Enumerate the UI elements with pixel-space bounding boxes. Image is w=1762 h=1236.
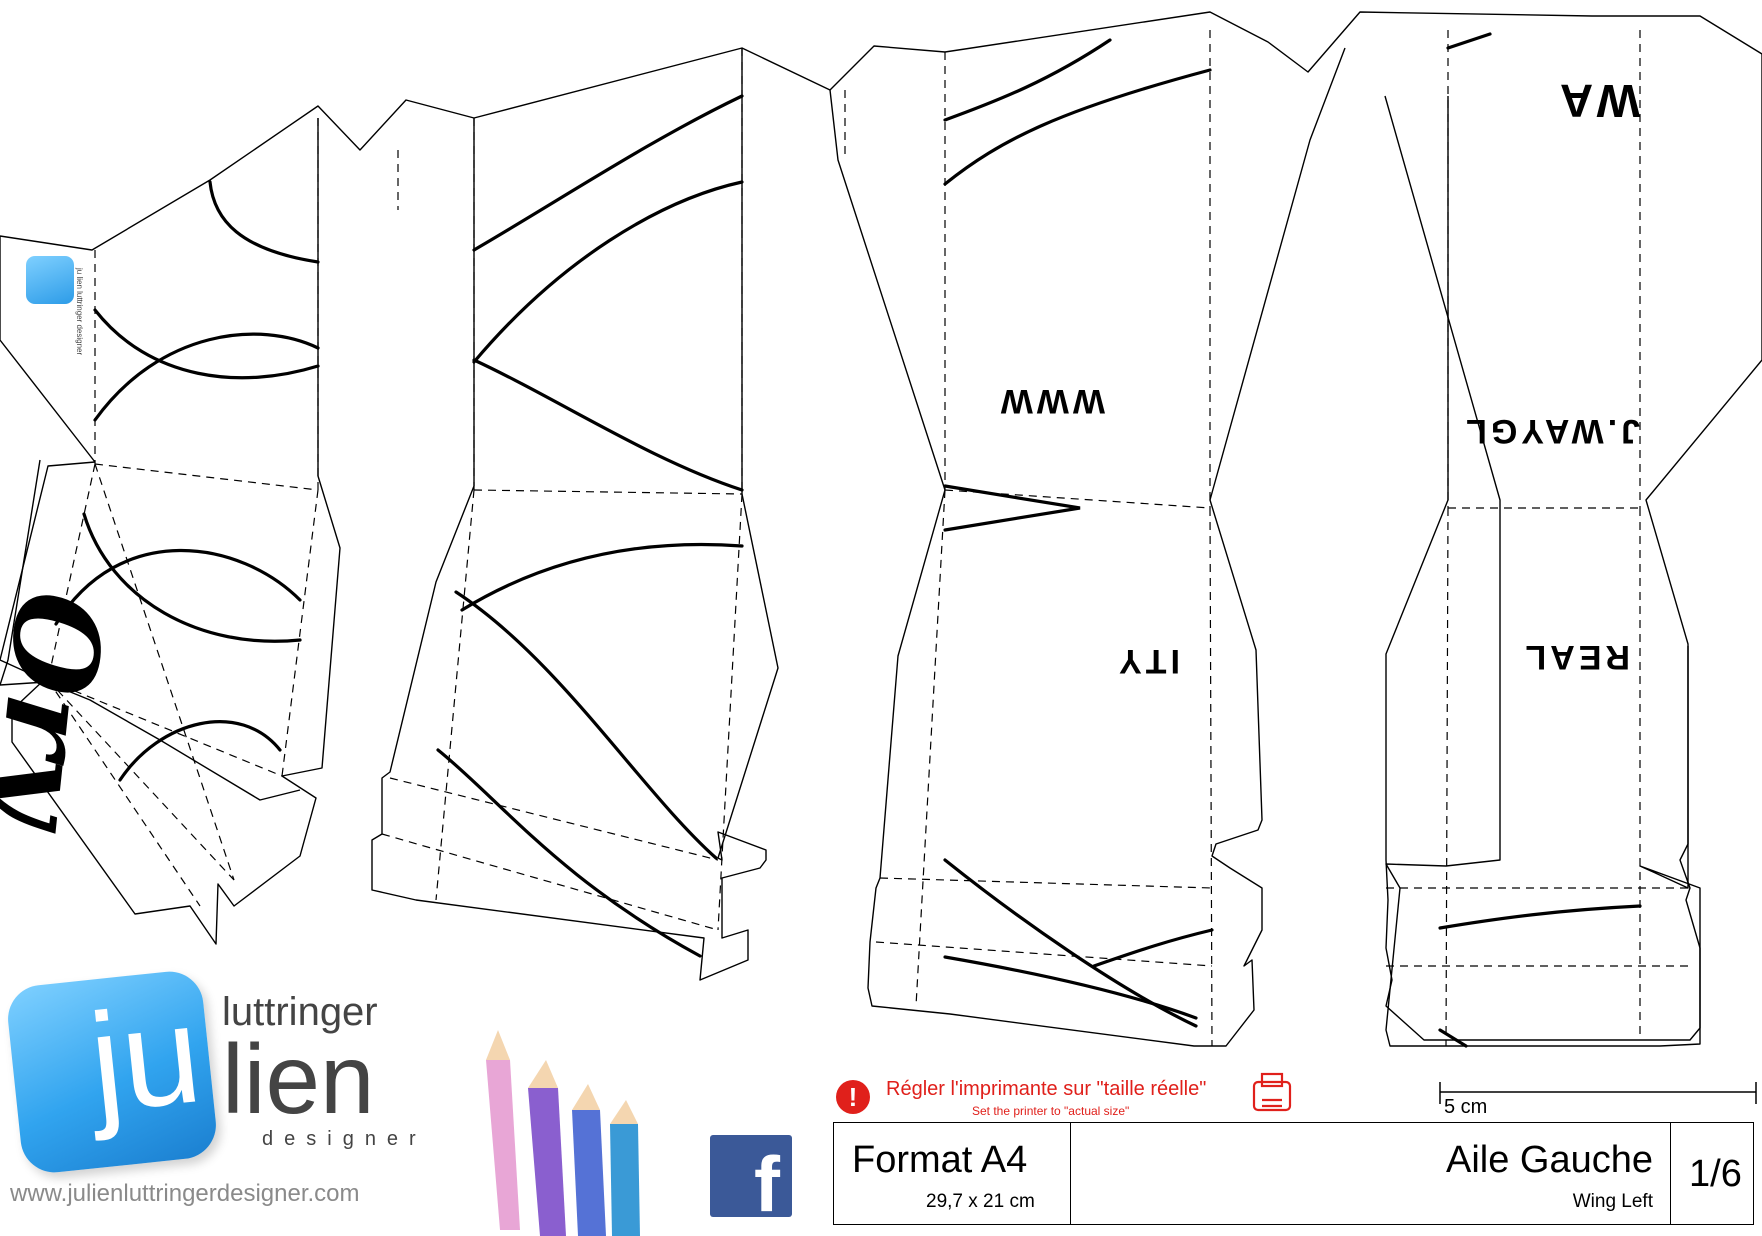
fold-line — [717, 493, 743, 931]
printer-note-fr: Régler l'imprimante sur "taille réelle" — [886, 1078, 1207, 1100]
brand-logo-ju: ju — [82, 974, 208, 1142]
fold-line — [879, 877, 1213, 889]
title-block: Format A4 29,7 x 21 cm Aile Gauche Wing … — [833, 1122, 1754, 1225]
art-curve — [454, 590, 718, 860]
art-curve — [1438, 904, 1642, 930]
facebook-icon[interactable]: f — [710, 1135, 792, 1223]
art-curve — [54, 548, 302, 626]
art-curve — [1446, 32, 1492, 50]
format-size: 29,7 x 21 cm — [926, 1191, 1035, 1212]
art-text-wa: WA — [1553, 75, 1640, 127]
small-brand-logo — [26, 256, 74, 304]
brand-designer: designer — [262, 1128, 427, 1150]
fold-line — [389, 777, 719, 861]
art-curve — [1438, 1028, 1468, 1048]
small-brand-logo-text: ju lien luttringer designer — [75, 268, 84, 356]
format-title: Format A4 — [852, 1139, 1028, 1181]
art-curve — [93, 308, 320, 380]
cut-line-wing-3 — [829, 47, 1346, 1047]
fold-line — [47, 679, 283, 777]
art-curve — [118, 720, 282, 782]
art-curve — [472, 180, 744, 364]
art-curve — [436, 748, 702, 958]
art-curve — [93, 332, 320, 422]
art-curve — [472, 94, 744, 252]
art-spike — [943, 484, 1081, 532]
brand-lien: lien — [222, 1024, 375, 1134]
art-curve — [1092, 928, 1214, 968]
art-curve — [943, 68, 1212, 186]
fold-line — [47, 679, 201, 907]
fold-line — [1209, 507, 1213, 1047]
printer-note-en: Set the printer to "actual size" — [972, 1104, 1130, 1118]
fold-line — [47, 679, 235, 881]
art-text-www: WWW — [996, 382, 1105, 420]
brand-logo: ju — [4, 968, 220, 1176]
fold-line — [94, 463, 319, 491]
fold-line — [281, 489, 319, 777]
page-number: 1/6 — [1689, 1153, 1742, 1195]
cut-line-panel-1 — [0, 11, 1762, 1047]
cut-line-wing-4 — [1385, 96, 1701, 1041]
fold-line — [1445, 507, 1449, 1047]
art-text-waygl: J.WAYGL — [1462, 412, 1640, 450]
fold-line — [381, 833, 719, 931]
colored-pencils-icon — [486, 1030, 640, 1236]
fold-line — [915, 489, 946, 1007]
fold-line — [47, 463, 96, 681]
art-text-ity: ITY — [1115, 642, 1180, 680]
brand-luttringer: luttringer — [222, 990, 378, 1034]
art-curve — [943, 858, 1198, 1028]
part-name-en: Wing Left — [1572, 1191, 1653, 1212]
fold-line — [94, 463, 235, 881]
cut-line-wing-1 — [0, 118, 341, 945]
art-curve — [208, 180, 320, 264]
part-name: Aile Gauche — [1445, 1139, 1653, 1181]
cut-line-lower-wing — [0, 459, 301, 801]
fold-line — [473, 489, 743, 495]
art-curve — [460, 542, 744, 612]
art-curve — [943, 955, 1198, 1020]
art-text-real: REAL — [1521, 638, 1630, 676]
fold-line — [435, 489, 475, 901]
art-curve — [82, 512, 302, 643]
website-link[interactable]: www.julienluttringerdesigner.com — [10, 1180, 360, 1207]
warning-icon: ! — [836, 1080, 870, 1114]
art-curve — [472, 358, 744, 492]
fold-line — [875, 941, 1213, 967]
printer-icon — [1252, 1072, 1292, 1112]
scale-label: 5 cm — [1444, 1096, 1488, 1118]
art-curve — [943, 38, 1112, 122]
